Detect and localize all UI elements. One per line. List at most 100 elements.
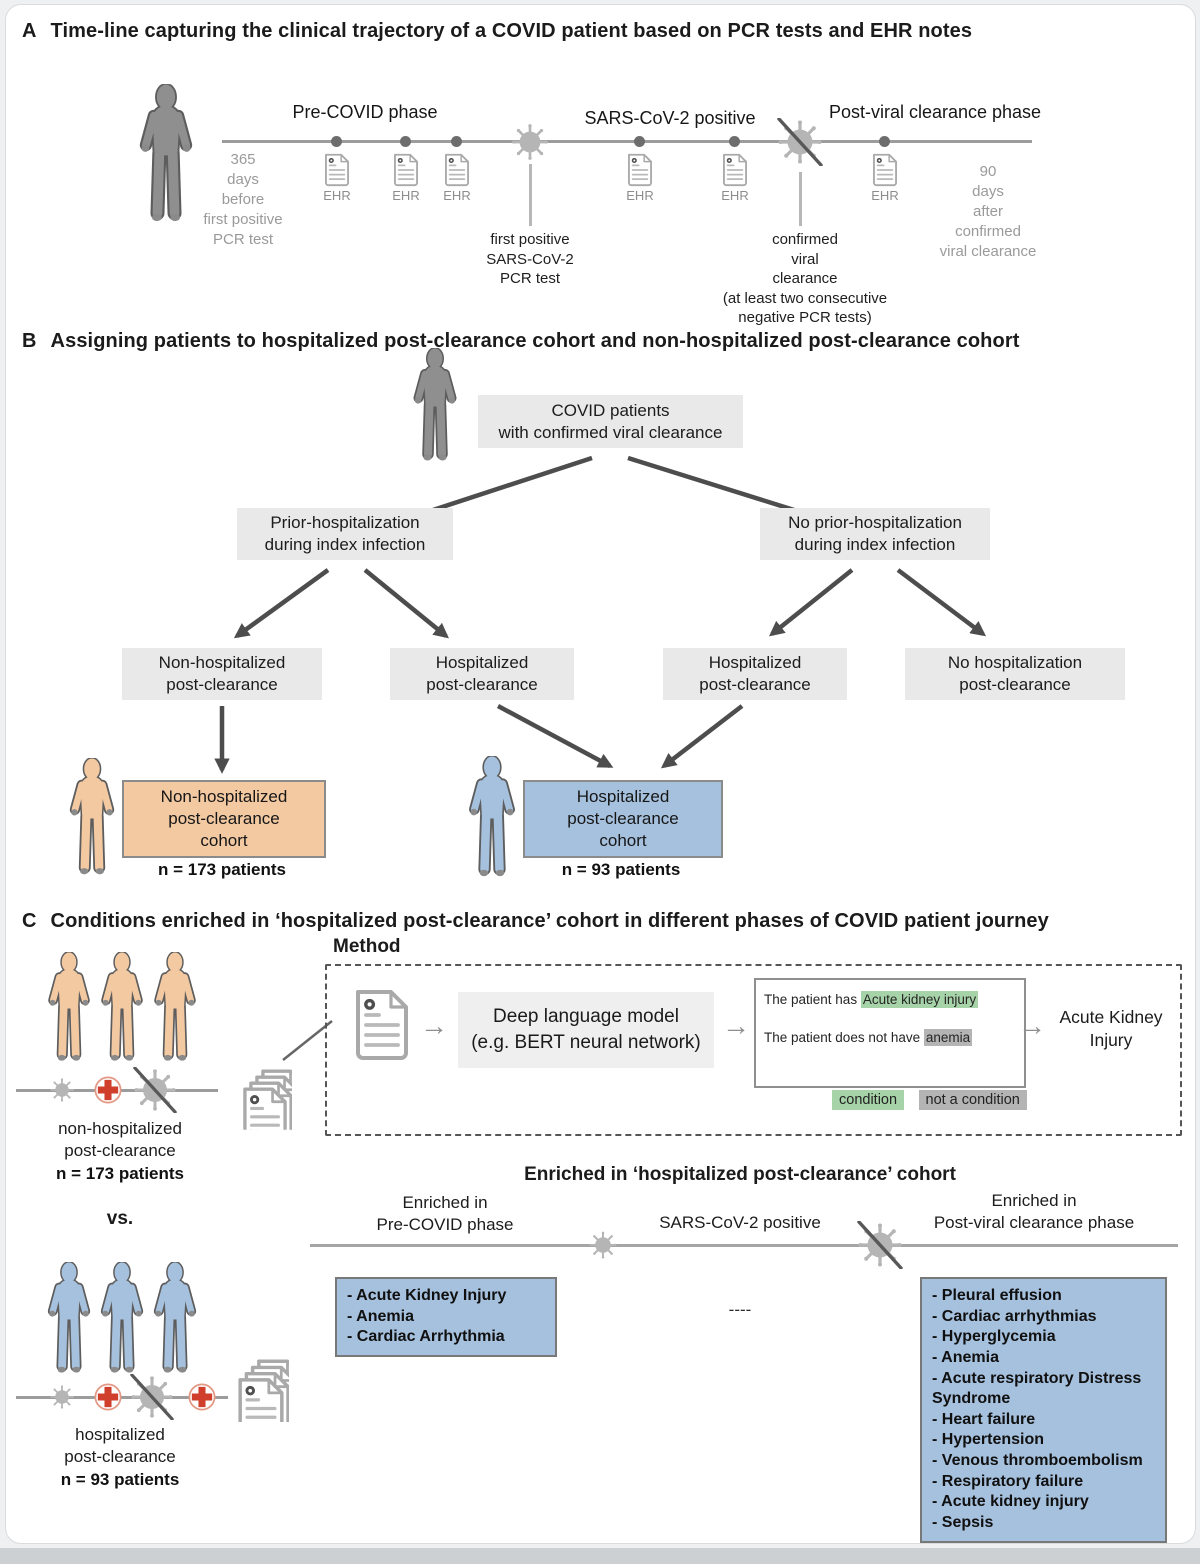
condition-highlight: Acute kidney injury [860,991,979,1008]
leaf-hosp-1: Hospitalized post-clearance [390,648,574,700]
crossed-virus-icon [776,118,824,166]
panel-b-label: B [22,330,37,352]
crossed-virus-icon [856,1221,904,1269]
enriched-header: Enriched in ‘hospitalized post-clearance… [524,1164,956,1185]
condition-item: - Acute respiratory Distress Syndrome [932,1369,1142,1408]
post-viral-conditions-box: - Pleural effusion - Cardiac arrhythmias… [920,1277,1167,1543]
ehr-doc-icon [392,152,420,187]
orange-person-icon [150,952,200,1066]
root-box: COVID patients with confirmed viral clea… [478,395,743,448]
orange-person-icon [66,758,118,880]
ehr-record: EHR [707,152,763,203]
panel-a-label: A [22,20,37,42]
hospital-cross-icon [93,1382,123,1412]
timeline-a [222,140,1032,143]
condition-item: - Acute Kidney Injury [347,1287,507,1304]
right-arrow-icon: → [722,1010,750,1041]
timeline-dot [400,136,411,147]
orange-person-icon [44,952,94,1066]
group-bottom-caption: hospitalized post-clearance [64,1425,176,1467]
condition-item: - Anemia [932,1348,999,1366]
condition-item: - Cardiac arrhythmias [932,1307,1097,1325]
method-dashed-box [325,964,1182,1136]
ehr-doc-icon [323,152,351,187]
condition-item: - Sepsis [932,1513,994,1531]
condition-item: - Heart failure [932,1410,1036,1428]
enrichment-timeline [310,1244,1178,1247]
ehr-label: EHR [392,188,420,203]
timeline-dot [451,136,462,147]
sentence-1: The patient has Acute kidney injury [764,991,979,1008]
timeline-dot [634,136,645,147]
ehr-label: EHR [721,188,749,203]
ehr-doc-icon [721,152,749,187]
condition-item: - Hypertension [932,1431,1045,1449]
blue-person-icon [44,1262,94,1378]
timeline-dot [331,136,342,147]
method-heading: Method [333,936,401,957]
first-positive-marker-line [529,164,532,226]
hospital-cross-icon [93,1075,123,1105]
doc-stack-icon [238,1066,292,1130]
ehr-doc-icon [871,152,899,187]
condition-item: - Pleural effusion [932,1287,1062,1304]
leaf-hosp-2: Hospitalized post-clearance [663,648,847,700]
note-first-positive: first positive SARS-CoV-2 PCR test [486,231,574,287]
ehr-label: EHR [871,188,899,203]
mini-timeline [16,1396,228,1399]
vs-label: vs. [106,1208,134,1229]
ehr-record: EHR [309,152,365,203]
doc-stack-icon [233,1356,289,1422]
sentence-2: The patient does not have anemia [764,1029,973,1047]
orange-person-icon [97,952,147,1066]
cohort-n-non-hospitalized: n = 173 patients [157,860,287,879]
cohort-box-hospitalized: Hospitalized post-clearance cohort [523,780,723,858]
leaf-no-hosp: No hospitalization post-clearance [905,648,1125,700]
ehr-label: EHR [443,188,471,203]
ehr-record: EHR [857,152,913,203]
ehr-record: EHR [378,152,434,203]
ehr-label: EHR [626,188,654,203]
note-365-days: 365 days before first positive PCR test [203,151,283,249]
group-top-n: n = 173 patients [55,1164,185,1183]
panel-c-label: C [22,910,37,932]
condition-item: - Cardiac Arrhythmia [347,1328,505,1346]
clearance-marker-line [799,172,802,226]
virus-icon [49,1384,75,1410]
hospital-cross-icon [187,1382,217,1412]
crossed-virus-icon [129,1374,175,1420]
no-conditions-placeholder: ---- [728,1300,752,1319]
blue-person-icon [150,1262,200,1378]
phase-label-positive: SARS-CoV-2 positive [659,1213,821,1232]
sentence-example-box: The patient has Acute kidney injury The … [754,978,1026,1088]
note-confirmed-clearance: confirmed viral clearance (at least two … [722,231,888,326]
right-arrow-icon: → [1018,1010,1046,1041]
crossed-virus-icon [132,1067,178,1113]
phase-label-pre: Enriched in Pre-COVID phase [376,1193,514,1235]
method-output: Acute Kidney Injury [1059,1007,1163,1050]
ehr-label: EHR [323,188,351,203]
virus-icon [588,1230,618,1260]
group-bottom-n: n = 93 patients [60,1470,180,1489]
ehr-record: EHR [612,152,668,203]
timeline-dot [729,136,740,147]
phase-pre-covid: Pre-COVID phase [292,102,438,122]
cohort-person-icon [410,348,460,466]
virus-icon [49,1077,75,1103]
legend-not-condition: not a condition [918,1090,1027,1110]
ehr-doc-icon [626,152,654,187]
leaf-non-hosp: Non-hospitalized post-clearance [122,648,322,700]
note-90-days: 90 days after confirmed viral clearance [939,163,1037,261]
branch-no-prior-hosp: No prior-hospitalization during index in… [760,508,990,560]
timeline-dot [879,136,890,147]
deep-language-model-box: Deep language model (e.g. BERT neural ne… [458,992,714,1068]
cohort-n-hospitalized: n = 93 patients [561,860,681,879]
phase-label-post: Enriched in Post-viral clearance phase [933,1191,1135,1233]
phase-post-viral: Post-viral clearance phase [828,102,1042,122]
group-top-caption: non-hospitalized post-clearance [58,1119,182,1161]
not-condition-highlight: anemia [923,1029,973,1047]
condition-item: - Hyperglycemia [932,1328,1056,1346]
clinical-note-doc-icon [352,986,412,1062]
